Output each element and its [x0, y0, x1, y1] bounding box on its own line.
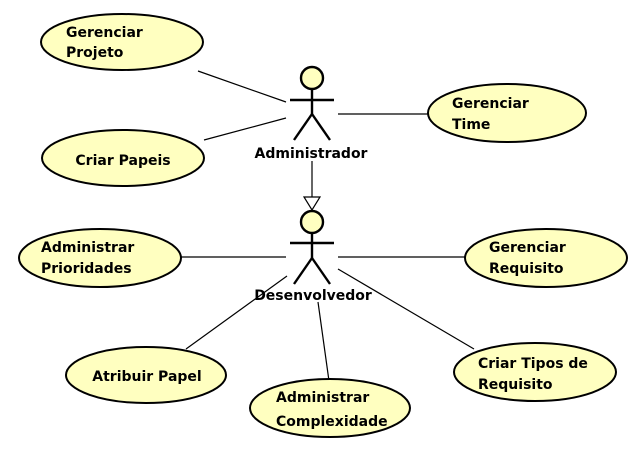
use-case-administrar-prioridades[interactable]: Administrar Prioridades — [18, 228, 182, 288]
use-case-ellipse — [18, 228, 182, 288]
use-case-ellipse — [41, 129, 205, 187]
use-case-label: Gerenciar — [452, 96, 529, 112]
use-case-label: Projeto — [66, 45, 124, 61]
association-desenvolvedor-administrar-complexidade — [317, 301, 330, 382]
use-case-ellipse — [65, 346, 227, 404]
use-case-label: Time — [452, 117, 490, 133]
use-case-label: Gerenciar — [489, 240, 566, 256]
use-case-label: Criar Papeis — [75, 153, 170, 169]
use-case-label: Complexidade — [276, 414, 388, 430]
use-case-label: Requisito — [478, 377, 553, 393]
use-case-criar-papeis[interactable]: Criar Papeis — [41, 129, 205, 187]
use-case-label: Administrar — [276, 390, 369, 406]
use-case-gerenciar-projeto[interactable]: Gerenciar Projeto — [40, 13, 204, 71]
use-case-atribuir-papel[interactable]: Atribuir Papel — [65, 346, 227, 404]
actor-desenvolvedor[interactable]: Desenvolvedor — [254, 209, 372, 304]
use-case-label: Criar Tipos de — [478, 356, 588, 372]
actor-label-administrador: Administrador — [255, 146, 368, 162]
use-case-label: Atribuir Papel — [92, 369, 201, 385]
actor-administrador[interactable]: Administrador — [255, 65, 368, 162]
generalization-arrow — [302, 161, 322, 212]
use-case-gerenciar-time[interactable]: Gerenciar Time — [427, 83, 587, 143]
use-case-label: Prioridades — [41, 261, 132, 277]
use-case-ellipse — [453, 342, 617, 402]
association-administrador-criar-papeis — [203, 117, 287, 141]
use-case-ellipse — [427, 83, 587, 143]
use-case-ellipse — [40, 13, 204, 71]
use-case-label: Requisito — [489, 261, 564, 277]
use-case-administrar-complexidade[interactable]: Administrar Complexidade — [249, 378, 411, 438]
use-case-ellipse — [249, 378, 411, 438]
actor-label-desenvolvedor: Desenvolvedor — [254, 288, 372, 304]
use-case-label: Administrar — [41, 240, 134, 256]
stick-figure-actor-icon — [290, 65, 334, 141]
association-administrador-gerenciar-projeto — [197, 70, 287, 103]
use-case-ellipse — [464, 228, 628, 288]
use-case-gerenciar-requisito[interactable]: Gerenciar Requisito — [464, 228, 628, 288]
use-case-label: Gerenciar — [66, 25, 143, 41]
use-case-criar-tipos-de-requisito[interactable]: Criar Tipos de Requisito — [453, 342, 617, 402]
stick-figure-actor-icon — [290, 209, 334, 285]
association-desenvolvedor-atribuir-papel — [185, 275, 288, 350]
association-desenvolvedor-criar-tipos-de-requisito — [337, 268, 475, 350]
